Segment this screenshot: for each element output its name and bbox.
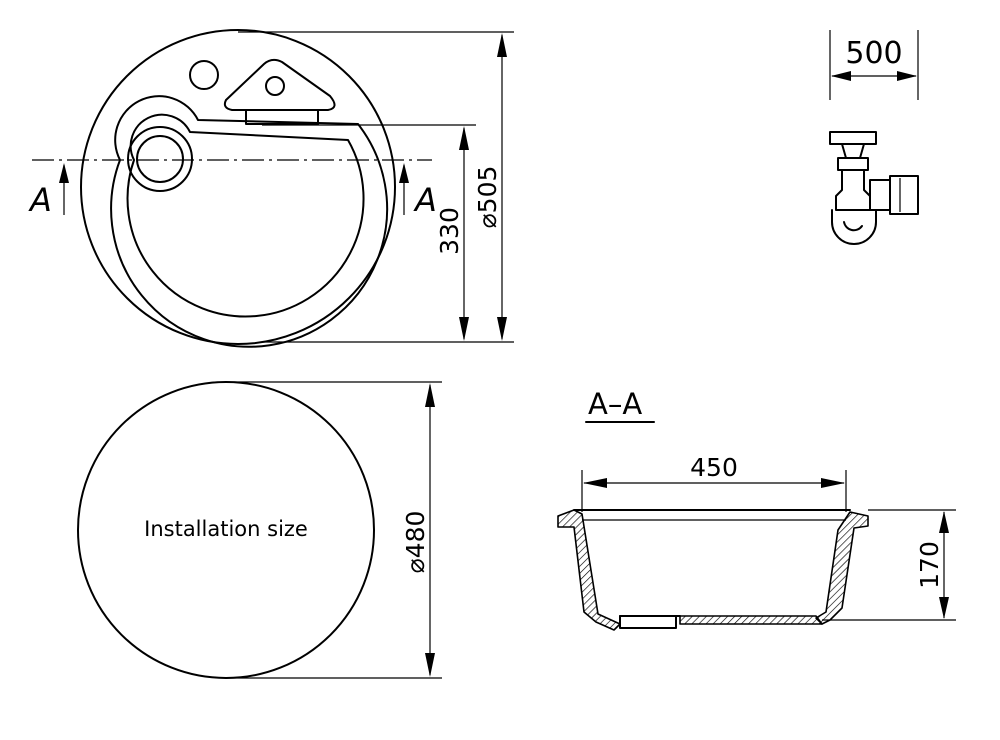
section-wall-left bbox=[557, 509, 621, 631]
section-title: A–A bbox=[588, 387, 642, 421]
overflow-housing bbox=[223, 58, 336, 111]
tap-hole bbox=[189, 60, 219, 90]
installation-view: Installation size ⌀480 bbox=[77, 381, 442, 679]
dim-330-arrow-top bbox=[459, 126, 469, 150]
section-mark-left: A bbox=[28, 181, 52, 219]
dim-170-arrow-bottom bbox=[939, 597, 949, 619]
bowl-outline bbox=[110, 95, 389, 348]
siphon-nut bbox=[837, 157, 869, 171]
top-view: A A 330 ⌀505 bbox=[28, 29, 514, 348]
siphon-icon bbox=[829, 131, 919, 245]
dim-450-arrow-left bbox=[583, 478, 607, 488]
siphon-neck bbox=[841, 143, 865, 159]
section-drain-cutout bbox=[619, 615, 677, 629]
dim-480-arrow-top bbox=[425, 383, 435, 407]
drain-outer bbox=[127, 126, 193, 192]
section-arrow-left-head bbox=[59, 163, 69, 183]
dim-outer-diameter: ⌀505 bbox=[473, 166, 502, 229]
dim-section-width: 450 bbox=[690, 453, 738, 482]
cabinet-width-mark: 500 bbox=[829, 30, 919, 100]
dim-section-depth: 170 bbox=[915, 541, 944, 589]
section-mark-right: A bbox=[413, 181, 437, 219]
siphon-top-flange bbox=[829, 131, 877, 145]
siphon-trap bbox=[831, 209, 877, 245]
siphon-outlet-nut bbox=[889, 175, 919, 215]
drain-inner bbox=[136, 135, 184, 183]
dim-505-arrow-bottom bbox=[497, 317, 507, 341]
overflow-hole bbox=[265, 76, 285, 96]
cabinet-arrow-left bbox=[831, 71, 851, 81]
section-view: A–A 450 170 bbox=[557, 387, 956, 631]
section-bottom bbox=[679, 615, 823, 625]
dim-330-arrow-bottom bbox=[459, 317, 469, 341]
siphon-trap-inner bbox=[843, 221, 863, 232]
dim-170-arrow-top bbox=[939, 511, 949, 533]
dim-cutout-diameter: ⌀480 bbox=[401, 511, 430, 574]
section-arrow-right-head bbox=[399, 163, 409, 183]
sink-outer-rim bbox=[80, 29, 396, 345]
siphon-outlet bbox=[869, 179, 891, 211]
dim-cabinet-width: 500 bbox=[845, 36, 902, 71]
dim-bowl-depth: 330 bbox=[435, 207, 464, 255]
siphon-body bbox=[835, 169, 871, 211]
overflow-stem bbox=[245, 109, 319, 125]
cabinet-arrow-right bbox=[897, 71, 917, 81]
bowl-inner-outline bbox=[126, 113, 365, 318]
installation-size-label: Installation size bbox=[144, 517, 308, 541]
dim-450-arrow-right bbox=[821, 478, 845, 488]
section-wall-right bbox=[815, 511, 869, 625]
dim-505-arrow-top bbox=[497, 33, 507, 57]
dim-480-arrow-bottom bbox=[425, 653, 435, 677]
